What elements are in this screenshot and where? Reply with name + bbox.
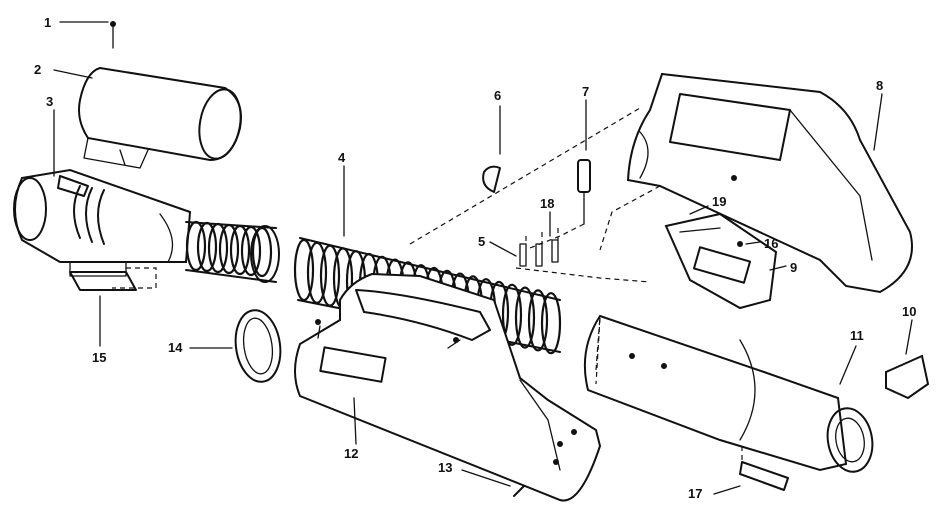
callout-10: 10: [902, 304, 916, 319]
hose-rib: [185, 220, 207, 272]
part-7-connector: [529, 159, 591, 249]
hose-rib: [540, 292, 562, 355]
callout-19: 19: [712, 194, 726, 209]
part-13-screw: [513, 485, 525, 497]
hose-rib: [293, 238, 315, 302]
callout-6: 6: [494, 88, 501, 103]
part-11-nozzle-tube: [583, 314, 874, 473]
part-15-bracket: [69, 271, 137, 291]
callout-16: 16: [764, 236, 778, 251]
assembly-guide-lines: [409, 107, 651, 371]
callout-1: 1: [44, 15, 51, 30]
part-10-tip: [885, 354, 930, 400]
part-5-connectors: [519, 228, 559, 267]
callout-3: 3: [46, 94, 53, 109]
callout-13: 13: [438, 460, 452, 475]
part-17-bracket: [739, 446, 789, 491]
hose-rib: [207, 222, 229, 274]
callout-12: 12: [344, 446, 358, 461]
callout-14: 14: [168, 340, 183, 355]
callout-7: 7: [582, 84, 589, 99]
callout-8: 8: [876, 78, 883, 93]
hose-rib: [514, 286, 536, 349]
hose-rib: [218, 223, 240, 275]
callout-9: 9: [790, 260, 797, 275]
hose-rib: [501, 283, 523, 346]
callout-18: 18: [540, 196, 554, 211]
callout-2: 2: [34, 62, 41, 77]
part-8-upper-shell: [599, 72, 913, 294]
part-9-switch-plate: [664, 212, 778, 310]
hose-rib: [229, 224, 251, 276]
leader-lines: [53, 21, 913, 495]
hose-rib: [527, 289, 549, 352]
part-3-motor-housing: [13, 168, 192, 289]
callout-labels: 1 2 3 4 5 6 7 8 9 10 11 12 13 14 15 16 1…: [34, 15, 916, 501]
part-1-screw: [110, 21, 116, 49]
hose-rib: [196, 221, 218, 273]
part-2-cover-tube: [78, 66, 242, 169]
callout-11: 11: [850, 328, 864, 343]
callout-15: 15: [92, 350, 106, 365]
callout-17: 17: [688, 486, 702, 501]
callout-5: 5: [478, 234, 485, 249]
part-12-handle: [294, 272, 602, 502]
callout-4: 4: [338, 150, 346, 165]
part-6-clip: [482, 165, 501, 193]
part-14-ring: [234, 309, 282, 383]
